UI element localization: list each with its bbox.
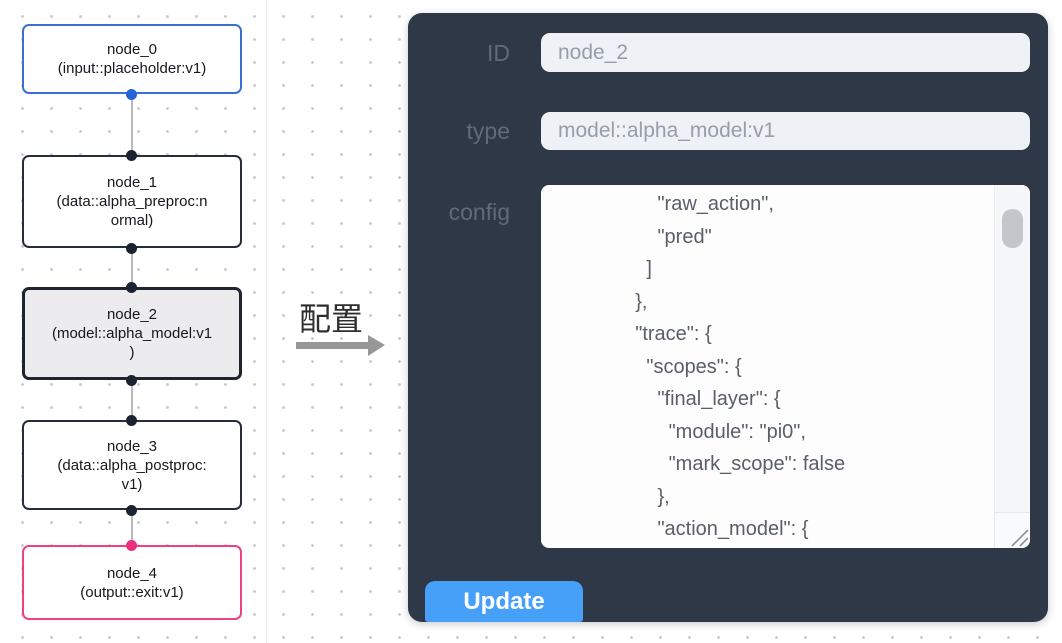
node-subtitle: (data::alpha_preproc:n ormal) — [56, 193, 208, 229]
flow-node-1[interactable]: node_1 (data::alpha_preproc:n ormal) — [22, 155, 242, 248]
canvas-right-divider — [266, 0, 267, 643]
node-subtitle: (output::exit:v1) — [80, 583, 184, 601]
config-scrollbar-thumb[interactable] — [1002, 209, 1023, 248]
edge-node3-node4 — [131, 510, 133, 545]
node-3-output-port-icon[interactable] — [126, 505, 137, 516]
node-subtitle: (model::alpha_model:v1 ) — [51, 325, 213, 361]
flow-node-2-selected[interactable]: node_2 (model::alpha_model:v1 ) — [22, 287, 242, 380]
id-input[interactable] — [541, 33, 1030, 72]
config-scrollbar-track[interactable] — [994, 185, 1030, 512]
node-title: node_2 — [106, 306, 158, 323]
flow-node-3[interactable]: node_3 (data::alpha_postproc: v1) — [22, 420, 242, 510]
type-input[interactable] — [541, 112, 1030, 150]
type-field-label: type — [466, 118, 510, 144]
edge-node1-node2 — [131, 248, 133, 287]
textarea-resize-grip-icon[interactable] — [994, 512, 1030, 548]
node-1-output-port-icon[interactable] — [126, 243, 137, 254]
node-3-input-port-icon[interactable] — [126, 415, 137, 426]
flow-node-4[interactable]: node_4 (output::exit:v1) — [22, 545, 242, 620]
config-json-text[interactable]: "raw_action", "pred" ] }, "trace": { "sc… — [635, 193, 846, 540]
node-2-input-port-icon[interactable] — [126, 282, 137, 293]
right-arrow-head-icon — [368, 335, 385, 356]
node-title: node_3 — [106, 437, 158, 455]
node-2-output-port-icon[interactable] — [126, 375, 137, 386]
config-field-label: config — [448, 199, 510, 225]
node-1-input-port-icon[interactable] — [126, 150, 137, 161]
node-title: node_0 — [106, 41, 158, 58]
node-0-output-port-icon[interactable] — [126, 89, 137, 100]
node-title: node_4 — [106, 564, 158, 582]
node-subtitle: (input::placeholder:v1) — [57, 60, 207, 77]
edge-node2-node3 — [131, 380, 133, 420]
update-button[interactable]: Update — [425, 581, 583, 622]
right-arrow-icon — [296, 342, 368, 349]
configure-annotation: 配置 — [299, 301, 364, 337]
id-field-label: ID — [487, 40, 510, 66]
node-subtitle: (data::alpha_postproc: v1) — [57, 456, 207, 493]
node-title: node_1 — [106, 174, 158, 191]
node-config-panel: ID type config "raw_action", "pred" ] },… — [408, 13, 1048, 622]
flow-node-0[interactable]: node_0 (input::placeholder:v1) — [22, 24, 242, 94]
config-textarea[interactable]: "raw_action", "pred" ] }, "trace": { "sc… — [541, 185, 1030, 548]
edge-node0-node1 — [131, 94, 133, 155]
node-4-input-port-icon[interactable] — [126, 540, 137, 551]
